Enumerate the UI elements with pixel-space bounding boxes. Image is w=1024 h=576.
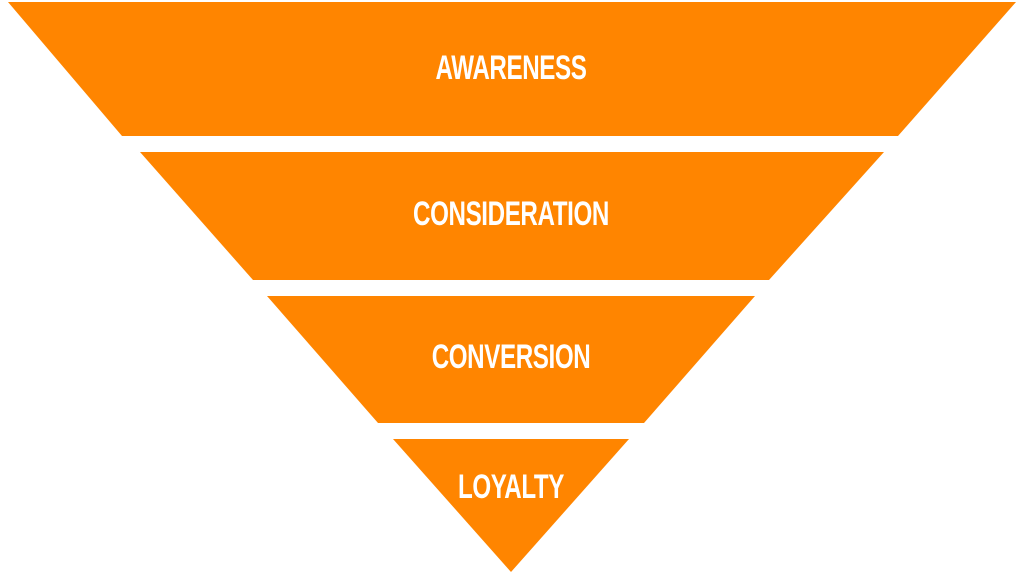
awareness-label: AWARENESS bbox=[436, 49, 587, 87]
funnel-stage-loyalty: LOYALTY bbox=[393, 439, 629, 572]
loyalty-band bbox=[393, 439, 629, 572]
funnel-stage-conversion: CONVERSION bbox=[267, 296, 755, 423]
funnel-stage-consideration: CONSIDERATION bbox=[140, 152, 884, 280]
consideration-band bbox=[140, 152, 884, 280]
funnel-stage-awareness: AWARENESS bbox=[8, 2, 1016, 136]
conversion-label: CONVERSION bbox=[432, 338, 591, 376]
loyalty-label: LOYALTY bbox=[458, 468, 564, 506]
consideration-label: CONSIDERATION bbox=[413, 195, 609, 233]
awareness-band bbox=[8, 2, 1016, 136]
conversion-band bbox=[267, 296, 755, 423]
